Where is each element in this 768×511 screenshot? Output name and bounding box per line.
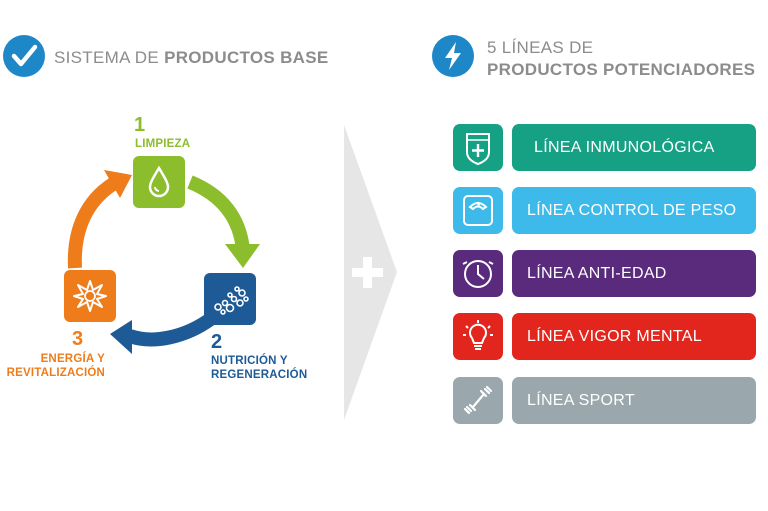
left-header-title: SISTEMA DE PRODUCTOS BASE [54, 48, 329, 67]
step-3-label-line1: ENERGÍA Y [40, 353, 105, 365]
right-header-line1: 5 LÍNEAS DE [487, 38, 594, 57]
check-icon [3, 35, 45, 77]
line-inmunologica[interactable]: LÍNEA INMUNOLÓGICA [512, 124, 756, 171]
shield-plus-icon [453, 124, 503, 171]
step-1-label: LIMPIEZA [135, 138, 191, 150]
lightning-icon [432, 35, 474, 77]
line-anti-edad[interactable]: LÍNEA ANTI-EDAD [512, 250, 756, 297]
lightbulb-icon [453, 313, 503, 360]
step-2-label-line1: NUTRICIÓN Y [211, 355, 288, 367]
line-label: LÍNEA INMUNOLÓGICA [534, 138, 715, 156]
arrow-green [187, 175, 260, 268]
line-label: LÍNEA SPORT [527, 391, 635, 409]
arrow-blue [110, 312, 217, 354]
step-1-number: 1 [134, 114, 146, 136]
dumbbell-icon [453, 377, 503, 424]
plus-icon [352, 257, 383, 288]
scale-icon [453, 187, 503, 234]
bubbles-icon [204, 273, 256, 325]
step-2-number: 2 [211, 331, 223, 353]
step-3-number: 3 [72, 328, 84, 350]
clock-icon [453, 250, 503, 297]
line-label: LÍNEA CONTROL DE PESO [527, 201, 737, 219]
step-3-label-line2: REVITALIZACIÓN [6, 367, 105, 379]
step-2-label-line2: REGENERACIÓN [211, 369, 308, 381]
line-label: LÍNEA VIGOR MENTAL [527, 327, 702, 345]
water-drop-icon [133, 156, 185, 208]
sun-icon [64, 270, 116, 322]
right-header-line2: PRODUCTOS POTENCIADORES [487, 60, 756, 79]
line-vigor-mental[interactable]: LÍNEA VIGOR MENTAL [512, 313, 756, 360]
line-sport[interactable]: LÍNEA SPORT [512, 377, 756, 424]
line-label: LÍNEA ANTI-EDAD [527, 264, 667, 282]
arrow-orange [67, 170, 132, 269]
line-control-de-peso[interactable]: LÍNEA CONTROL DE PESO [512, 187, 756, 234]
